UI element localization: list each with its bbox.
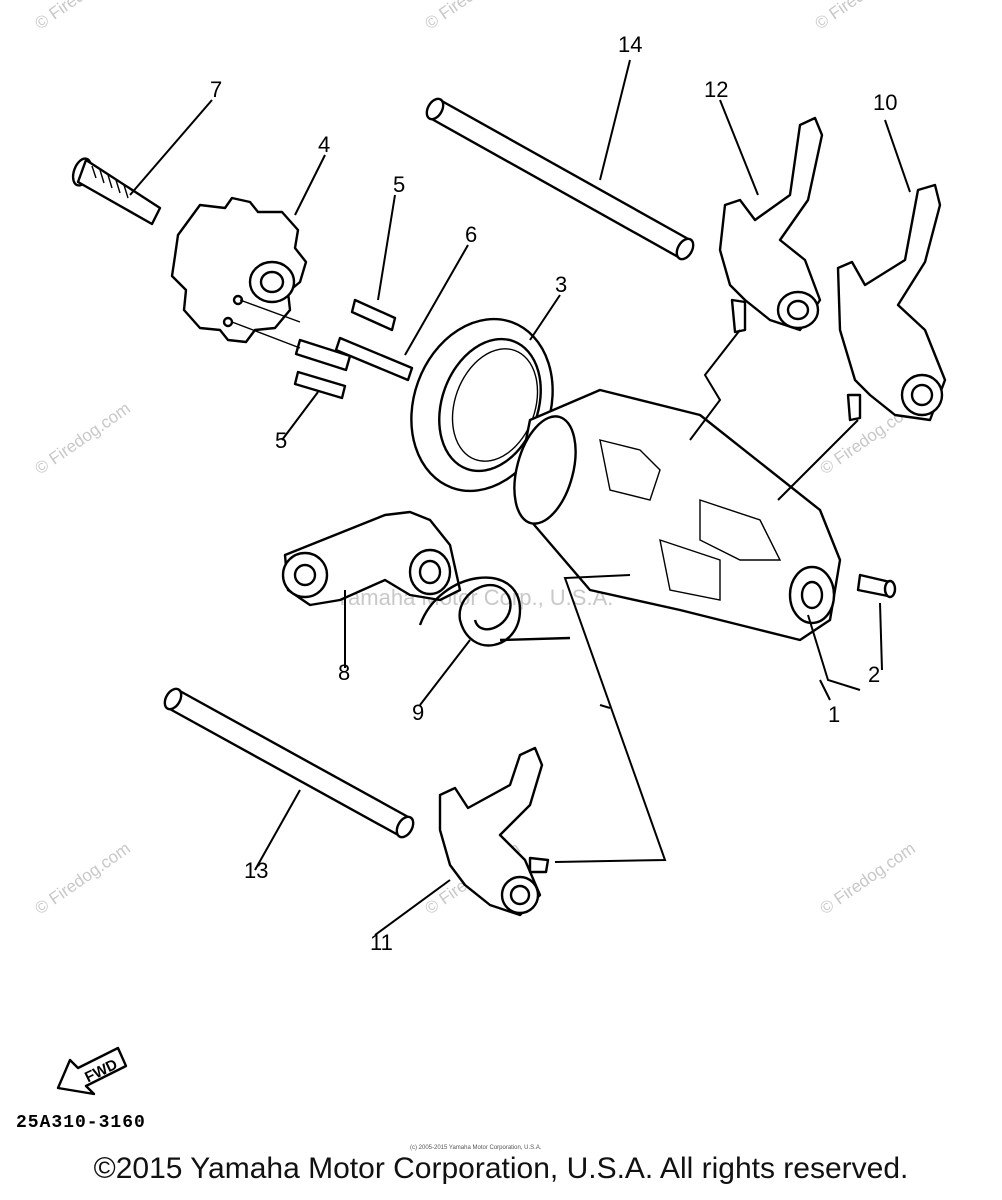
part-number-labels: 7 4 5 6 5 3 14 12 10 8 9 13 11 2 1 <box>210 32 897 955</box>
label-6: 6 <box>465 222 477 247</box>
leader-lines <box>129 59 911 936</box>
part-5-pins <box>293 298 397 400</box>
watermark-firedog: © Firedog.com <box>31 839 133 919</box>
part-9-spring <box>418 576 571 647</box>
watermark-firedog: © Firedog.com <box>31 399 133 479</box>
label-7: 7 <box>210 77 222 102</box>
part-2-pin <box>856 573 897 599</box>
label-9: 9 <box>412 700 424 725</box>
label-5: 5 <box>393 172 405 197</box>
label-5: 5 <box>275 428 287 453</box>
label-3: 3 <box>555 272 567 297</box>
label-12: 12 <box>704 77 728 102</box>
part-10-shift-fork <box>836 183 947 422</box>
label-8: 8 <box>338 660 350 685</box>
label-4: 4 <box>318 132 330 157</box>
label-11: 11 <box>370 930 393 955</box>
label-14: 14 <box>618 32 642 57</box>
watermark-firedog: © Firedog.com <box>31 0 133 33</box>
part-3-bearing <box>410 317 554 493</box>
part-14-shaft <box>425 97 695 261</box>
part-1-shift-cam <box>513 388 842 642</box>
part-7-bolt <box>71 157 162 226</box>
watermark-firedog: © Firedog.com <box>421 0 523 33</box>
diagram-code: 25A310-3160 <box>16 1113 146 1133</box>
part-11-shift-fork <box>438 746 550 917</box>
label-10: 10 <box>873 90 897 115</box>
watermark-firedog: © Firedog.com <box>811 0 913 33</box>
label-1: 1 <box>828 702 840 727</box>
label-2: 2 <box>868 662 880 687</box>
fwd-arrow-icon: FWD <box>56 1046 128 1096</box>
part-8-shift-lever <box>281 510 462 607</box>
small-copyright: (c) 2005-2015 Yamaha Motor Corporation, … <box>410 1145 542 1151</box>
label-13: 13 <box>244 858 268 883</box>
part-13-shaft <box>163 687 415 839</box>
part-12-shift-fork <box>718 116 824 334</box>
copyright-notice: ©2015 Yamaha Motor Corporation, U.S.A. A… <box>93 1152 909 1185</box>
part-6-long-pin <box>231 299 414 382</box>
watermark-firedog: © Firedog.com <box>816 839 918 919</box>
part-4-segment <box>170 196 308 344</box>
